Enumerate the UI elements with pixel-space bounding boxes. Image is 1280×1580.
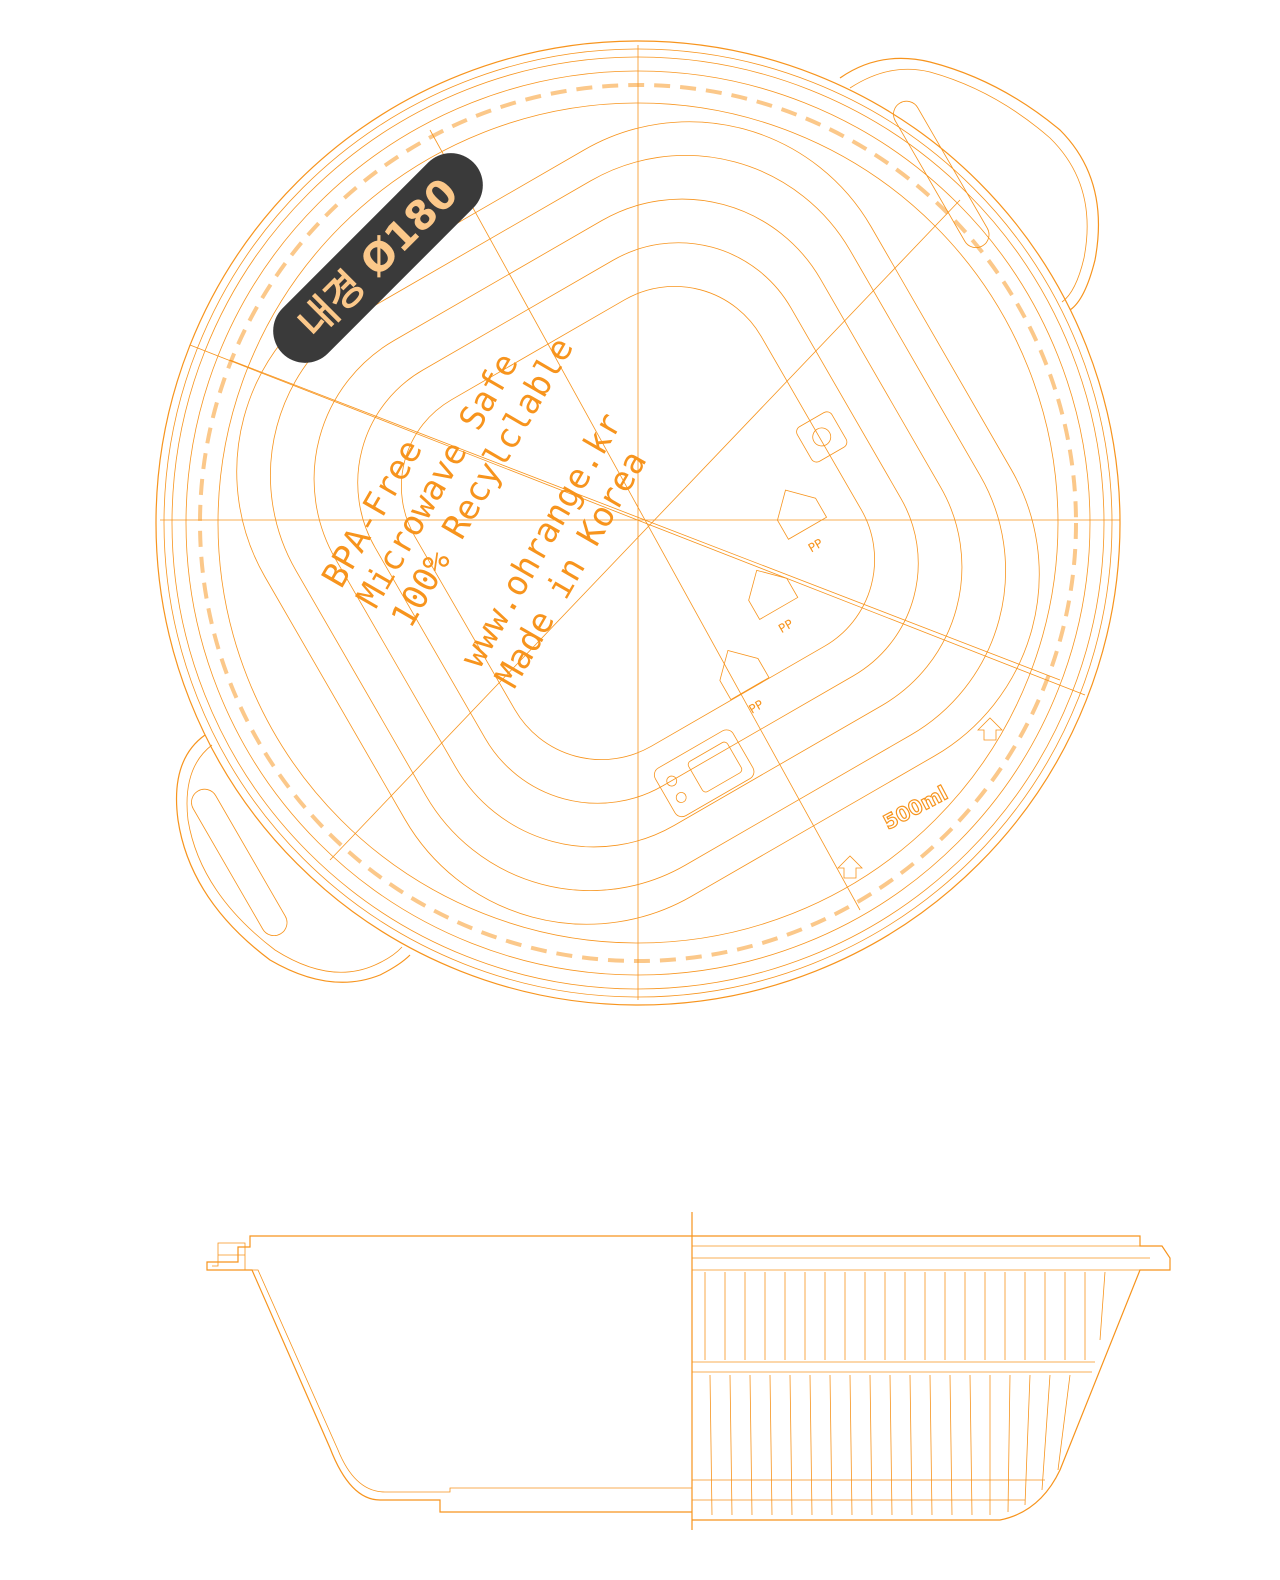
outer-rim-circle [155, 40, 1121, 1006]
arrow-icon-1 [977, 717, 1003, 741]
recycle-icon-1 [719, 649, 770, 701]
volume-label: 500ml [879, 781, 952, 835]
embossed-text-block: BPA-Free Microwave Safe 100% Recylclable… [314, 331, 655, 695]
handle-top-right-inner [849, 68, 1088, 303]
pp-mark-3: PP [806, 536, 826, 555]
diagonal-centerline-4 [229, 359, 1061, 681]
microwave-knob-icon [666, 775, 678, 787]
section-outline-outer [206, 1235, 692, 1513]
recycle-icon-3 [777, 489, 828, 540]
pp-mark-1: PP [746, 697, 766, 716]
exterior-outline [692, 1235, 1171, 1521]
handle-bottom-left-slot [191, 788, 288, 937]
food-safe-glass-icon [812, 427, 832, 447]
handle-top-right-slot [893, 100, 990, 249]
square-4 [357, 242, 919, 804]
microwave-icon [653, 729, 755, 818]
microwave-knob-2-icon [675, 792, 687, 803]
section-outline-inner [212, 1242, 692, 1493]
diameter-badge-label: 내경 Ø180 [290, 170, 468, 348]
diameter-badge: 내경 Ø180 [273, 153, 483, 363]
top-view: BPA-Free Microwave Safe 100% Recylclable… [155, 40, 1121, 1006]
square-2 [270, 155, 1006, 891]
side-view [206, 1212, 1171, 1530]
material-symbols: PP PP PP [653, 411, 848, 818]
square-5 [400, 285, 876, 761]
microwave-window-icon [687, 741, 743, 793]
square-1 [236, 121, 1040, 925]
square-3 [313, 198, 963, 848]
diagonal-centerline-1 [189, 344, 1086, 696]
handle-bottom-left-inner [186, 744, 403, 973]
handle-bottom-left [175, 734, 411, 983]
arrow-icon-2 [837, 855, 863, 879]
recycle-icon-2 [748, 569, 799, 620]
volume-mark: 500ml [878, 780, 952, 835]
inner-rounded-squares [236, 121, 1040, 925]
diagonal-centerline-3 [329, 199, 961, 861]
diameter-badge-bg [273, 153, 483, 363]
handle-top-right [839, 57, 1100, 311]
pp-mark-2: PP [776, 617, 796, 636]
vertical-ribs [692, 1271, 1106, 1516]
food-safe-icon [796, 411, 848, 463]
